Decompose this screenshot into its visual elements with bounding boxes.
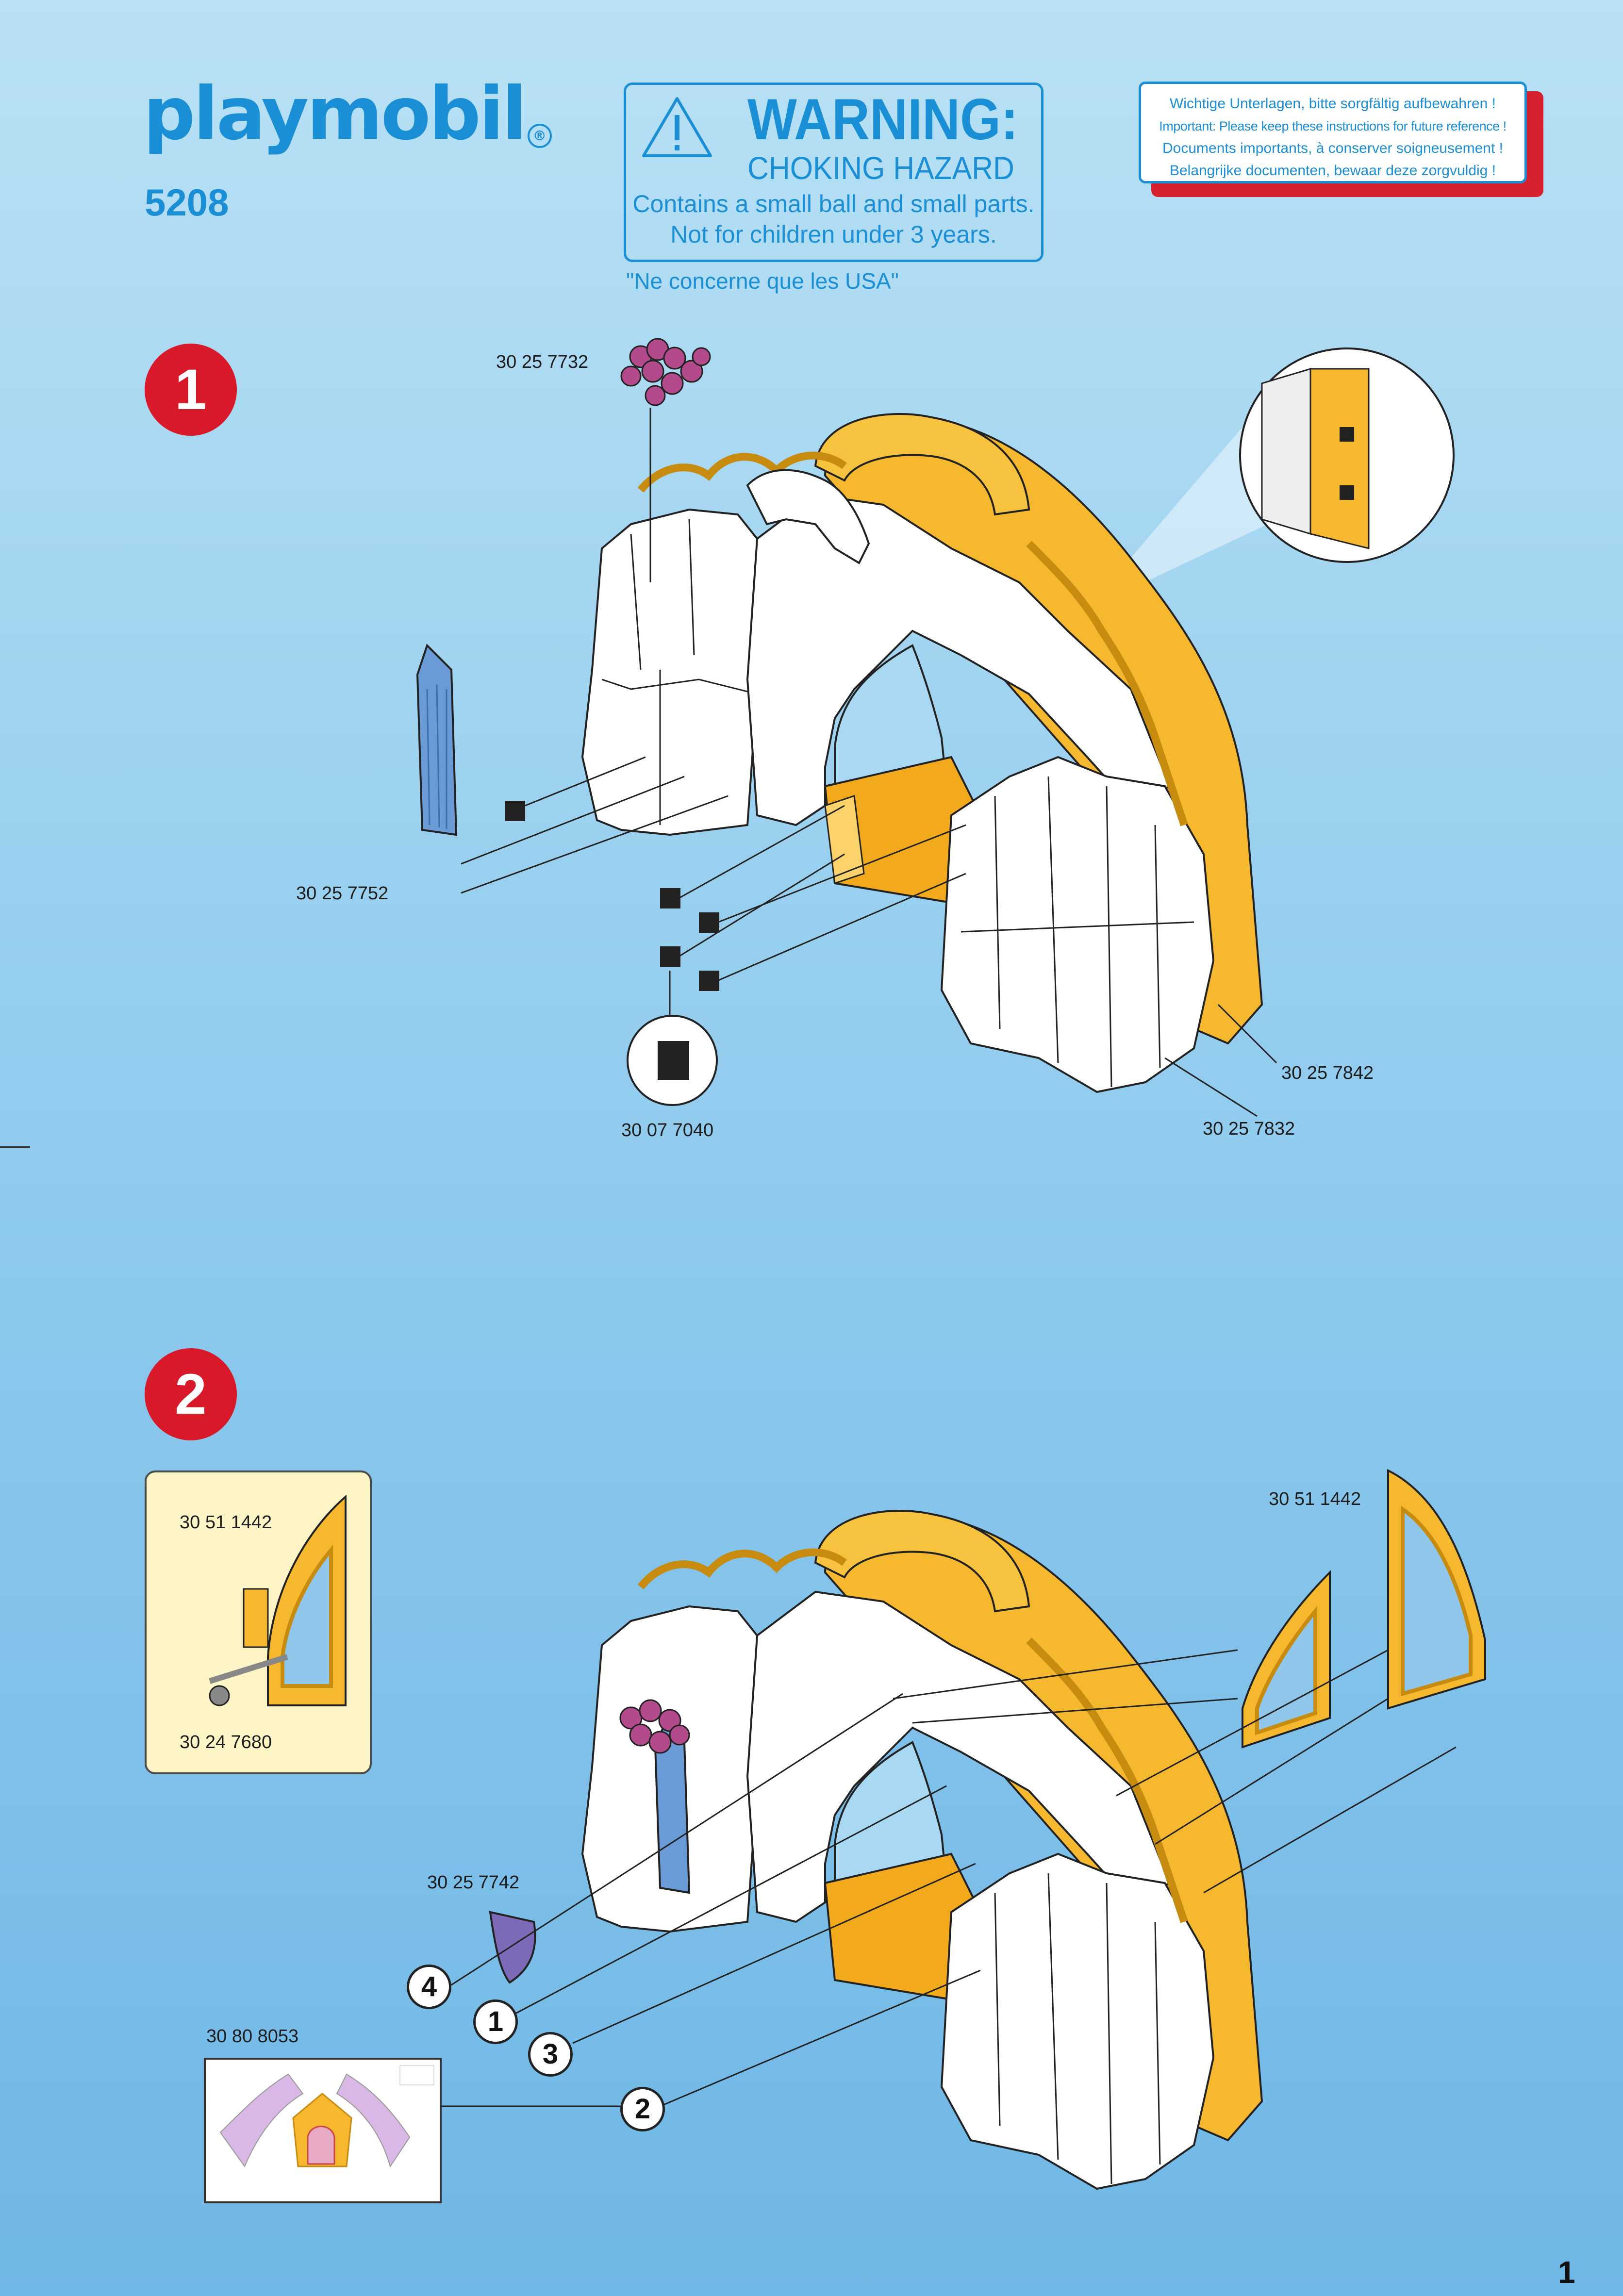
warning-title: WARNING:: [747, 87, 1018, 152]
warning-line-2: Not for children under 3 years.: [670, 221, 997, 248]
inset-panel-label: 30 51 1442: [180, 1512, 272, 1533]
window-panels-label: 30 51 1442: [1269, 1489, 1361, 1509]
sticker-artwork: [219, 2065, 434, 2168]
connector-clip: [699, 971, 719, 991]
registered-mark-icon: ®: [527, 124, 552, 148]
choking-hazard-warning: WARNING: CHOKING HAZARD Contains a small…: [624, 83, 1043, 262]
part-rock-base-label: 30 25 7832: [1203, 1119, 1295, 1139]
callout-2: 2: [620, 2087, 665, 2131]
documents-note: Wichtige Unterlagen, bitte sorgfältig au…: [1139, 82, 1527, 183]
documents-note-en: Important: Please keep these instruction…: [1159, 119, 1507, 133]
purple-shield-label: 30 25 7742: [427, 1872, 520, 1893]
page-number: 1: [1558, 2255, 1575, 2290]
connector-clip: [505, 801, 525, 821]
window-panel-hinge-icon: [209, 1494, 347, 1706]
part-gold-back-label: 30 25 7842: [1281, 1063, 1374, 1083]
playmobil-logo: playmobil ®: [143, 78, 552, 150]
blue-door-part: [416, 644, 458, 836]
documents-note-nl: Belangrijke documenten, bewaar deze zorg…: [1169, 163, 1496, 179]
documents-note-fr: Documents importants, à conserver soigne…: [1162, 140, 1503, 156]
purple-shield-part: [489, 1911, 536, 1984]
sticker-sheet-label: 30 80 8053: [206, 2026, 299, 2047]
flowers-part: [620, 338, 711, 406]
part-clip-label: 30 07 7040: [621, 1120, 714, 1140]
warning-subtitle: CHOKING HAZARD: [747, 150, 1014, 186]
logo-text: playmobil: [143, 72, 527, 156]
inset-hinge-label: 30 24 7680: [180, 1732, 272, 1752]
callout-4: 4: [407, 1965, 451, 2009]
step-2-badge: 2: [145, 1348, 237, 1440]
connector-clip: [660, 888, 680, 908]
model-number: 5208: [145, 181, 229, 224]
sticker-sheet: [204, 2058, 442, 2203]
callout-3: 3: [528, 2032, 573, 2077]
connector-clip: [699, 912, 719, 933]
part-flowers-label: 30 25 7732: [496, 352, 589, 372]
fold-mark: [0, 1146, 30, 1148]
documents-note-de: Wichtige Unterlagen, bitte sorgfältig au…: [1169, 96, 1496, 112]
callout-1: 1: [473, 1999, 518, 2044]
warning-line-1: Contains a small ball and small parts.: [632, 190, 1035, 217]
part-blue-door-label: 30 25 7752: [296, 883, 389, 904]
connector-clip: [660, 946, 680, 967]
usa-note: "Ne concerne que les USA": [626, 268, 899, 294]
hinge-detail-inset: 30 51 1442 30 24 7680: [145, 1470, 372, 1774]
step-1-illustration: [416, 338, 1455, 1117]
warning-triangle-icon: [642, 97, 712, 157]
step-1-badge: 1: [145, 344, 237, 436]
step-2-illustration: [398, 1469, 1486, 2190]
